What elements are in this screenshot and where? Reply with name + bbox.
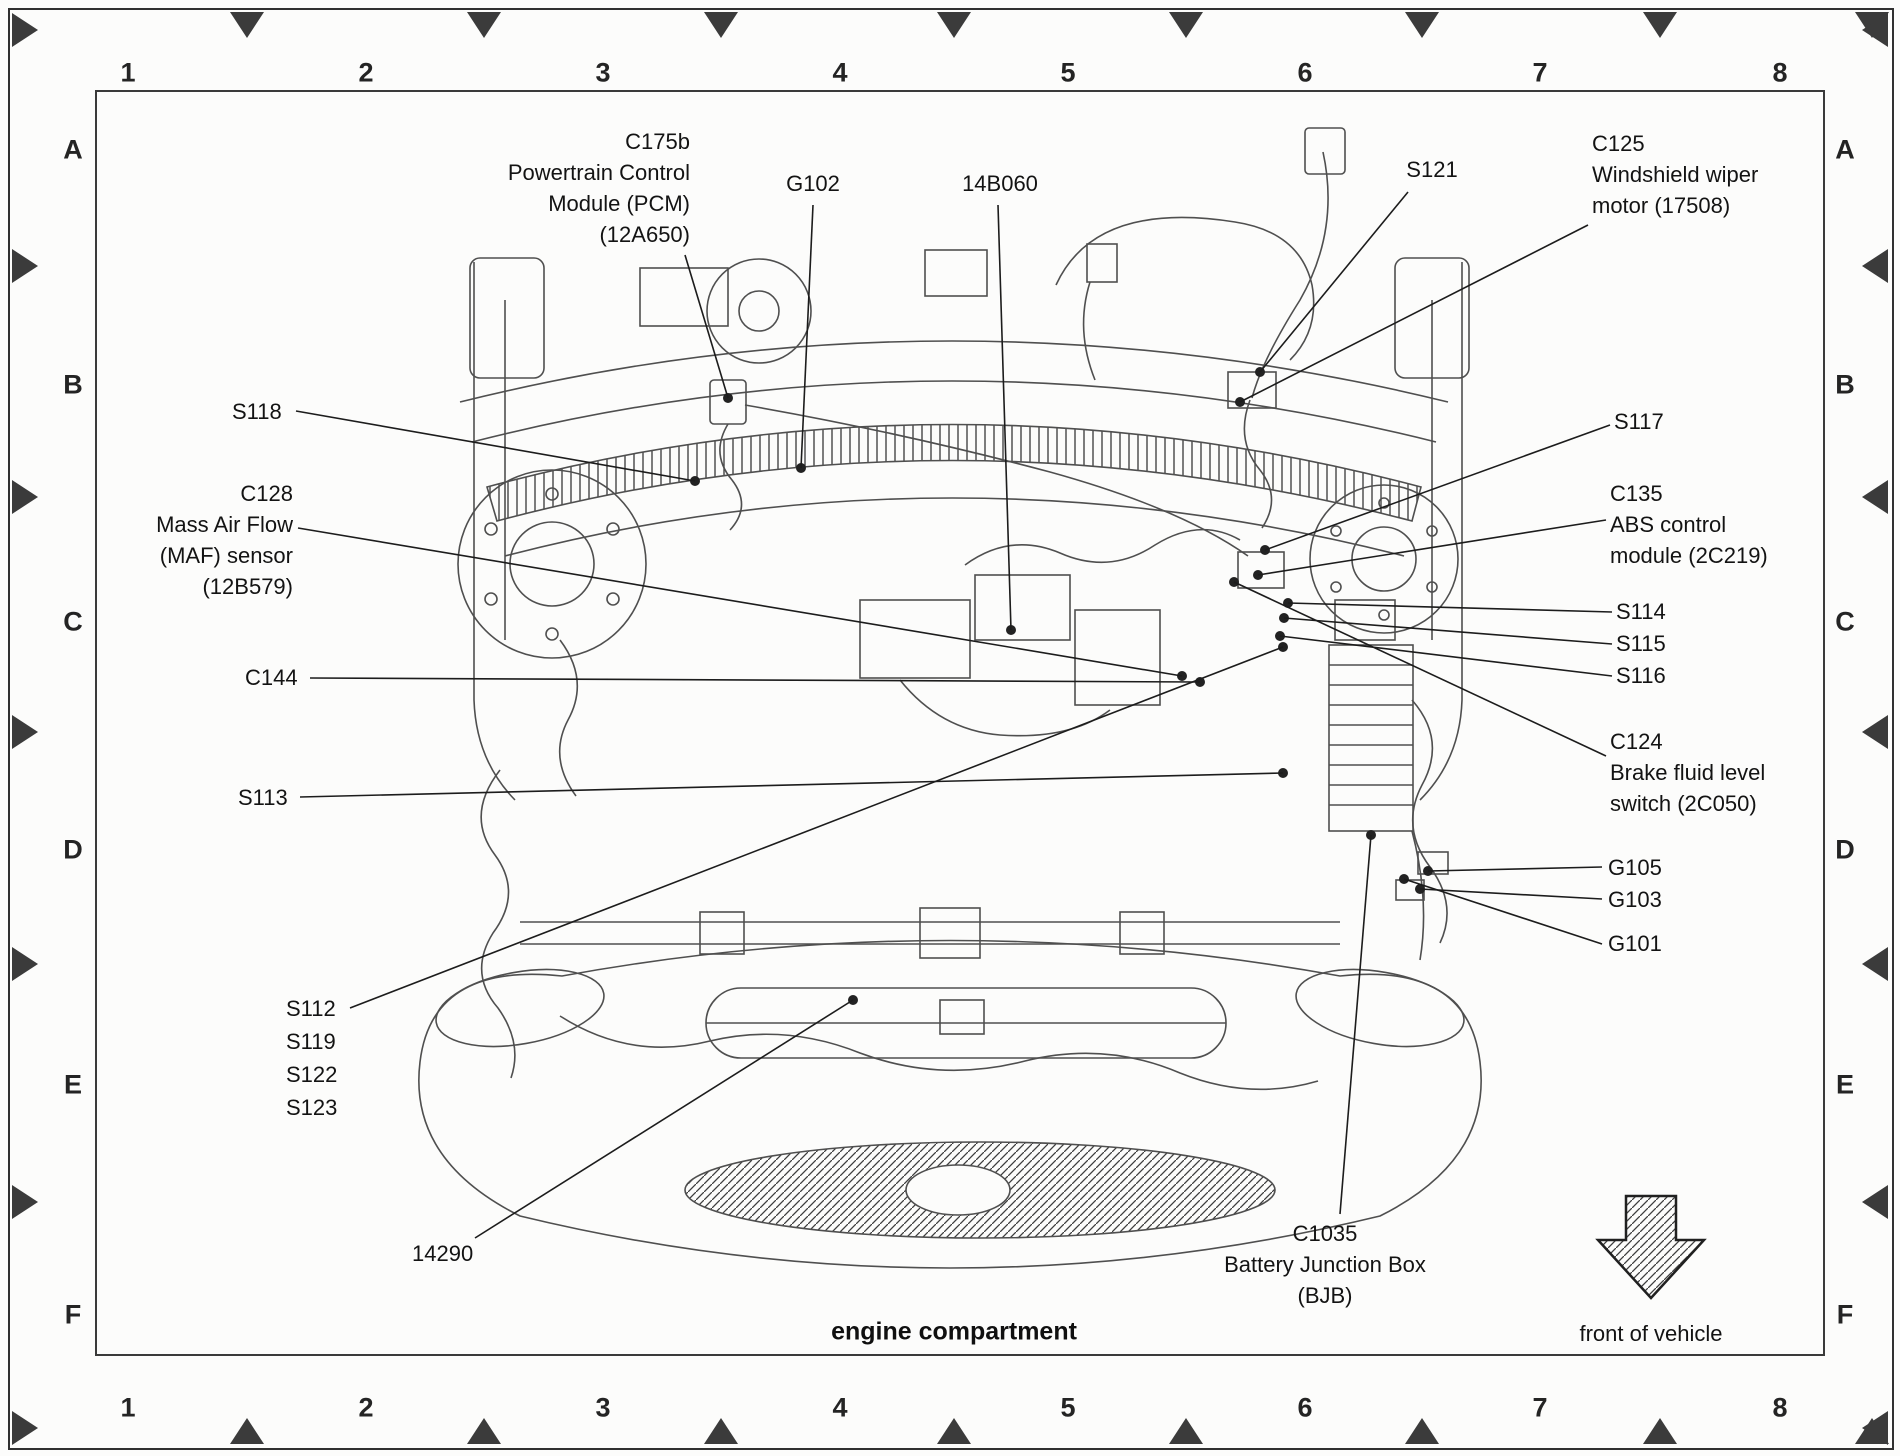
callout-line: C124 <box>1610 729 1663 754</box>
callout-line: 14B060 <box>962 171 1038 196</box>
callout-line: S121 <box>1406 157 1458 182</box>
callout-line: S123 <box>286 1095 338 1120</box>
callout-line: C175b <box>625 129 690 154</box>
front-of-vehicle-arrow-icon <box>1595 1194 1707 1300</box>
callout-line: S117 <box>1614 409 1664 434</box>
callout-line: G101 <box>1608 931 1662 956</box>
callout-line: Battery Junction Box <box>1224 1252 1426 1277</box>
callout-line: module (2C219) <box>1610 543 1768 568</box>
callout-c124-brake-fluid-switch: C124 Brake fluid level switch (2C050) <box>1610 726 1765 819</box>
callout-line: C125 <box>1592 131 1645 156</box>
grid-col-bottom-7: 7 <box>1532 1392 1548 1423</box>
callout-s121: S121 <box>1396 154 1468 185</box>
grid-row-left-d: D <box>63 834 83 865</box>
registration-marks <box>12 12 1889 1445</box>
callout-line: S116 <box>1616 663 1666 688</box>
callout-g105: G105 <box>1608 852 1662 883</box>
grid-col-bottom-4: 4 <box>832 1392 848 1423</box>
callout-line: 14290 <box>412 1241 474 1266</box>
callout-line: Powertrain Control <box>507 160 690 185</box>
grid-col-bottom-6: 6 <box>1297 1392 1313 1423</box>
engine-compartment-illustration <box>418 127 1482 1269</box>
callout-line: (BJB) <box>1297 1283 1353 1308</box>
callout-line: S112 <box>286 996 336 1021</box>
callout-line: Brake fluid level <box>1610 760 1766 785</box>
grid-row-right-d: D <box>1835 834 1855 865</box>
grid-col-bottom-2: 2 <box>358 1392 374 1423</box>
callout-line: (12B579) <box>202 574 293 599</box>
callout-line: S113 <box>238 785 288 810</box>
callout-line: S114 <box>1616 599 1666 624</box>
callout-c1035-battery-junction-box: C1035 Battery Junction Box (BJB) <box>1160 1218 1490 1311</box>
grid-col-top-7: 7 <box>1532 57 1548 88</box>
callout-line: S119 <box>286 1029 336 1054</box>
grid-col-top-4: 4 <box>832 57 848 88</box>
callout-line: G105 <box>1608 855 1662 880</box>
front-of-vehicle-label: front of vehicle <box>1579 1321 1723 1346</box>
callout-line: Mass Air Flow <box>156 512 293 537</box>
callout-line: Windshield wiper <box>1592 162 1759 187</box>
grid-row-left-f: F <box>64 1299 82 1330</box>
callout-g101: G101 <box>1608 928 1662 959</box>
grid-col-bottom-5: 5 <box>1060 1392 1076 1423</box>
callout-line: S118 <box>232 399 282 424</box>
grid-col-bottom-8: 8 <box>1772 1392 1788 1423</box>
callout-c125-wiper-motor: C125 Windshield wiper motor (17508) <box>1592 128 1758 221</box>
callout-s117: S117 <box>1614 406 1664 437</box>
callout-s118: S118 <box>232 396 282 427</box>
callout-line: motor (17508) <box>1592 193 1731 218</box>
callout-s114-s115-s116: S114 S115 S116 <box>1616 596 1666 692</box>
callout-g102: G102 <box>770 168 856 199</box>
callout-line: S122 <box>286 1062 338 1087</box>
callout-c135-abs-module: C135 ABS control module (2C219) <box>1610 478 1768 571</box>
callout-c144: C144 <box>245 662 298 693</box>
callout-line: (12A650) <box>599 222 690 247</box>
grid-col-top-5: 5 <box>1060 57 1076 88</box>
callout-line: C1035 <box>1292 1221 1358 1246</box>
callout-s112-s119-s122-s123: S112 S119 S122 S123 <box>286 992 337 1124</box>
grid-row-right-b: B <box>1835 369 1855 400</box>
grid-col-top-6: 6 <box>1297 57 1313 88</box>
grid-col-bottom-1: 1 <box>120 1392 136 1423</box>
grid-col-top-1: 1 <box>120 57 136 88</box>
callout-14b060: 14B060 <box>948 168 1052 199</box>
grid-col-bottom-3: 3 <box>595 1392 611 1423</box>
callout-line: switch (2C050) <box>1610 791 1757 816</box>
diagram-caption: engine compartment <box>831 1317 1077 1346</box>
callout-c128-maf-sensor: C128 Mass Air Flow (MAF) sensor (12B579) <box>55 478 293 602</box>
callout-c175b-pcm: C175b Powertrain Control Module (PCM) (1… <box>410 126 690 250</box>
callout-line: ABS control <box>1610 512 1727 537</box>
grid-row-left-c: C <box>63 606 83 637</box>
grid-row-left-a: A <box>63 134 83 165</box>
grid-row-right-e: E <box>1835 1069 1855 1100</box>
callout-14290: 14290 <box>412 1238 473 1269</box>
drawing-frame <box>95 90 1825 1356</box>
callout-g103: G103 <box>1608 884 1662 915</box>
callout-s113: S113 <box>238 782 288 813</box>
grid-col-top-2: 2 <box>358 57 374 88</box>
grid-row-right-f: F <box>1836 1299 1854 1330</box>
callout-line: C144 <box>245 665 298 690</box>
grid-row-left-e: E <box>63 1069 83 1100</box>
grid-col-top-3: 3 <box>595 57 611 88</box>
grid-row-right-a: A <box>1835 134 1855 165</box>
callout-line: C128 <box>240 481 293 506</box>
callout-line: G103 <box>1608 887 1662 912</box>
callout-line: Module (PCM) <box>548 191 690 216</box>
grid-row-right-c: C <box>1835 606 1855 637</box>
leader-lines <box>295 191 1613 1239</box>
page-border <box>8 8 1894 1450</box>
grid-row-left-b: B <box>63 369 83 400</box>
callout-line: S115 <box>1616 631 1666 656</box>
grid-col-top-8: 8 <box>1772 57 1788 88</box>
callout-line: (MAF) sensor <box>159 543 293 568</box>
callout-line: C135 <box>1610 481 1663 506</box>
callout-line: G102 <box>786 171 840 196</box>
